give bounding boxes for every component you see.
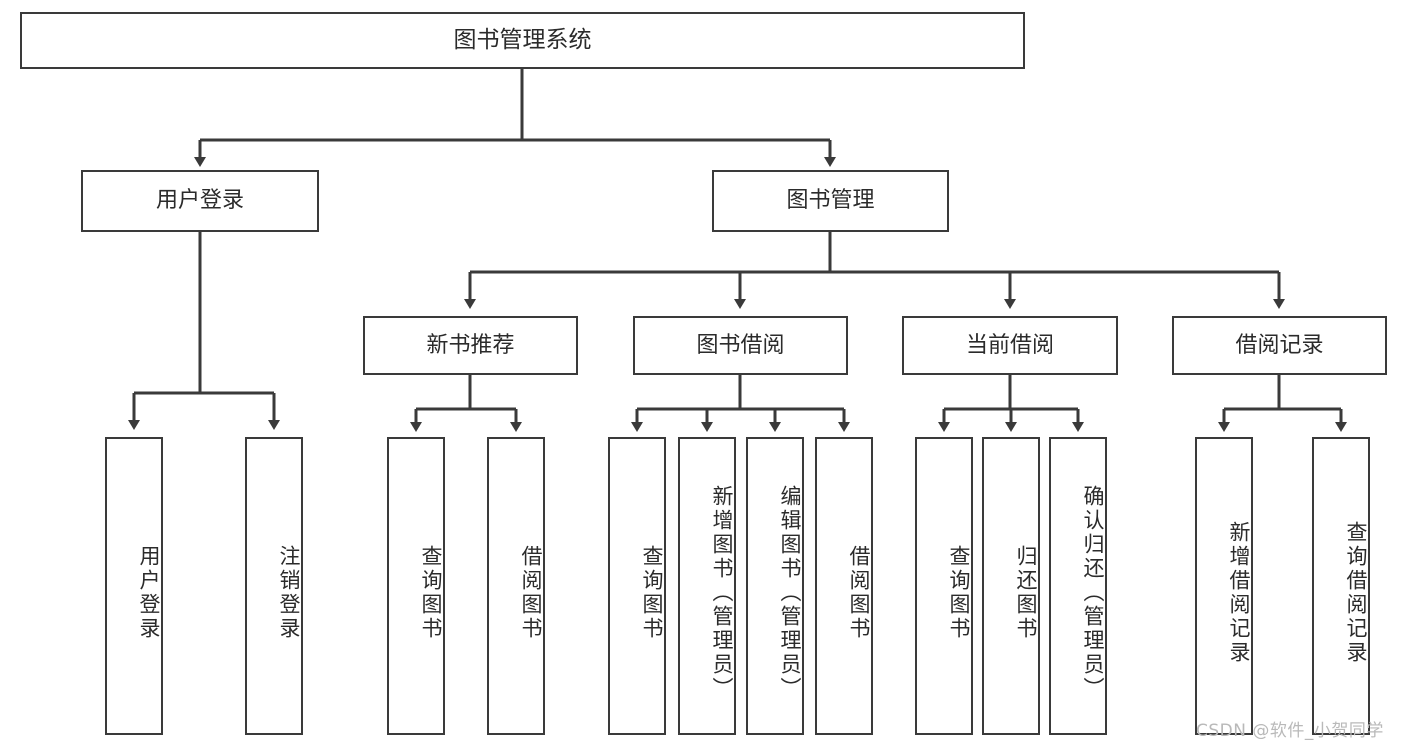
node-current-borrow-label: 当前借阅 [965, 332, 1054, 358]
node-leaf-edit-book[interactable]: 编辑图书（管理员） [746, 437, 804, 735]
node-leaf-query-record[interactable]: 查询借阅记录 [1312, 437, 1370, 735]
csdn-watermark: CSDN @软件_小贺同学 [1196, 721, 1384, 741]
node-root[interactable]: 图书管理系统 [20, 12, 1025, 69]
node-new-book-recommend[interactable]: 新书推荐 [363, 316, 578, 375]
node-leaf-query-book-1[interactable]: 查询图书 [387, 437, 445, 735]
node-user-login-label: 用户登录 [155, 188, 244, 214]
node-current-borrow[interactable]: 当前借阅 [902, 316, 1118, 375]
node-new-book-recommend-label: 新书推荐 [426, 332, 515, 358]
node-borrow-record[interactable]: 借阅记录 [1172, 316, 1387, 375]
node-leaf-user-login[interactable]: 用户登录 [105, 437, 163, 735]
node-book-borrow[interactable]: 图书借阅 [633, 316, 848, 375]
node-book-management[interactable]: 图书管理 [712, 170, 949, 232]
node-leaf-return-book[interactable]: 归还图书 [982, 437, 1040, 735]
node-leaf-confirm-return[interactable]: 确认归还（管理员） [1049, 437, 1107, 735]
node-leaf-borrow-book-2[interactable]: 借阅图书 [815, 437, 873, 735]
node-leaf-add-record[interactable]: 新增借阅记录 [1195, 437, 1253, 735]
node-book-borrow-label: 图书借阅 [696, 332, 785, 358]
node-leaf-query-book-3[interactable]: 查询图书 [915, 437, 973, 735]
node-leaf-borrow-book-1[interactable]: 借阅图书 [487, 437, 545, 735]
node-leaf-add-book[interactable]: 新增图书（管理员） [678, 437, 736, 735]
node-book-management-label: 图书管理 [786, 188, 875, 214]
node-leaf-query-book-2[interactable]: 查询图书 [608, 437, 666, 735]
node-user-login[interactable]: 用户登录 [81, 170, 319, 232]
node-root-label: 图书管理系统 [453, 26, 592, 53]
node-borrow-record-label: 借阅记录 [1235, 332, 1324, 358]
node-leaf-logout[interactable]: 注销登录 [245, 437, 303, 735]
